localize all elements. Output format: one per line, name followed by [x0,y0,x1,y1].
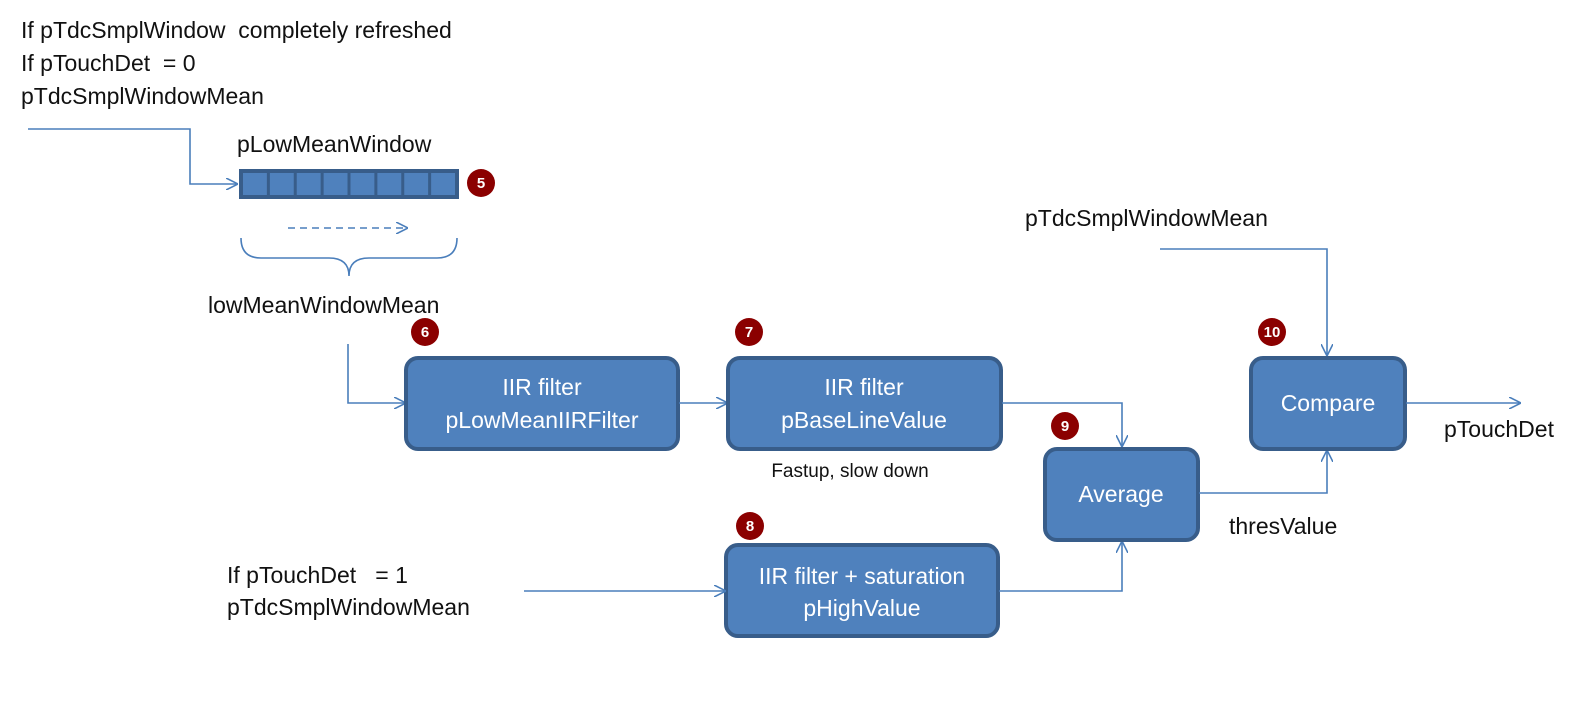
baseline-note: Fastup, slow down [771,461,928,482]
low-mean-window-title: pLowMeanWindow [237,131,432,157]
top-condition-line1: If pTdcSmplWindow completely refreshed [21,17,452,43]
wire-input-to-window [28,128,237,184]
badge-step-5 [467,169,495,197]
baseline-iir-line2: pBaseLineValue [781,407,947,433]
window-cell [377,173,402,195]
wire-mean-to-compare [1160,248,1327,355]
average-label: Average [1078,481,1163,507]
badge-step-10 [1258,318,1286,346]
bottom-condition-line1: If pTouchDet = 1 [227,562,408,588]
window-cell [404,173,429,195]
wire-average-to-compare [1199,451,1327,494]
window-cell [296,173,321,195]
thres-value-label: thresValue [1229,513,1337,539]
window-cell [243,173,267,195]
low-mean-iir-line1: IIR filter [502,374,582,400]
window-cell [431,173,456,195]
high-iir-line1: IIR filter + saturation [759,563,965,589]
badge-step-6 [411,318,439,346]
badge-step-9-label: 9 [1061,418,1069,435]
baseline-iir-line1: IIR filter [824,374,904,400]
low-mean-iir-line2: pLowMeanIIRFilter [445,407,638,433]
low-mean-window-mean-label: lowMeanWindowMean [208,292,439,318]
window-cell [350,173,375,195]
badge-step-7 [735,318,763,346]
average-block [1043,447,1200,542]
badge-step-10-label: 10 [1264,324,1281,341]
top-condition-line2: If pTouchDet = 0 [21,50,196,76]
wire-window-to-iir [347,344,405,403]
bottom-condition-line2: pTdcSmplWindowMean [227,594,470,620]
touch-det-output-label: pTouchDet [1444,416,1555,442]
wire-baseline-to-average [1002,402,1122,446]
window-brace [240,237,458,277]
badge-step-8 [736,512,764,540]
badge-step-9 [1051,412,1079,440]
high-iir-line2: pHighValue [803,595,920,621]
badge-step-6-label: 6 [421,324,429,341]
badge-step-7-label: 7 [745,324,753,341]
top-condition-line3: pTdcSmplWindowMean [21,83,264,109]
high-iir-filter-block [724,543,1000,638]
low-mean-iir-filter-block [404,356,680,451]
baseline-iir-filter-block [726,356,1003,451]
compare-label: Compare [1281,390,1376,416]
compare-input-label: pTdcSmplWindowMean [1025,205,1268,231]
window-cell [323,173,348,195]
badge-step-5-label: 5 [477,175,485,192]
window-cell [269,173,294,195]
low-mean-window-buffer [239,169,459,199]
wire-high-to-average [999,542,1122,592]
compare-block [1249,356,1407,451]
badge-step-8-label: 8 [746,518,754,535]
